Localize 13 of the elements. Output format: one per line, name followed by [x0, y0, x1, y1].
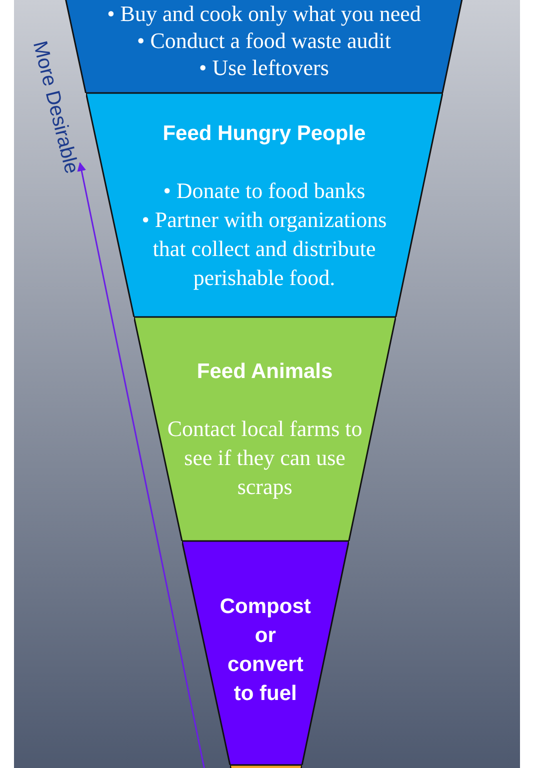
funnel-tier: [182, 541, 349, 765]
axis-label: More Desirable: [27, 38, 84, 178]
bullet-item: • Buy and cook only what you need: [106, 0, 422, 27]
bullet-item: • Donate to food banks: [162, 177, 366, 205]
tier-heading: Feed Hungry People: [162, 121, 367, 147]
tier-description: Contact local farms to see if they can use scraps: [166, 415, 364, 501]
tier-heading: Feed Animals: [196, 359, 334, 385]
bullet-item: • Partner with organizations that collect and distribute perishable food.: [140, 206, 388, 292]
funnel-tier: [134, 317, 396, 541]
funnel-tier: [86, 93, 443, 317]
tier-heading: Compost or convert to fuel: [218, 594, 312, 707]
bullet-item: • Use leftovers: [198, 54, 330, 81]
bullet-item: • Conduct a food waste audit: [136, 27, 392, 54]
